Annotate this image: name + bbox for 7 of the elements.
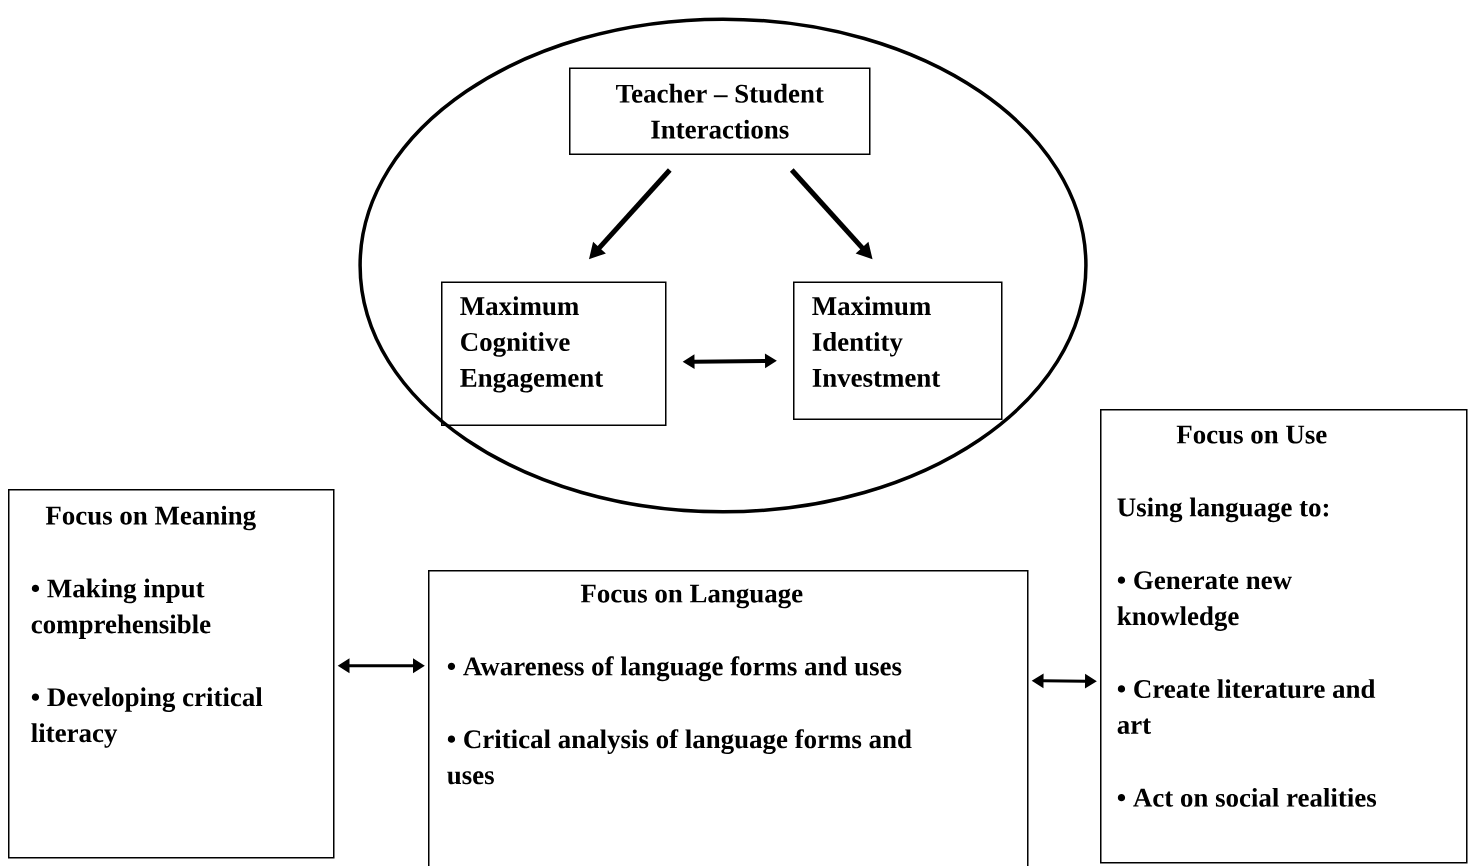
text-box: Maximum Identity Investment — [793, 281, 1003, 420]
ellipse — [358, 17, 1088, 514]
text-box: Teacher – Student Interactions — [569, 67, 871, 155]
text-box: Maximum Cognitive Engagement — [441, 281, 667, 426]
text-box: Focus on Language • Awareness of language forms and uses • Critical analysis of language forms and uses — [428, 570, 1029, 866]
text-box: Focus on Meaning • Making input comprehensible • Developing critical literacy — [8, 489, 335, 859]
text-box: Focus on Use Using language to: • Generate new knowledge • Create literature and art • Act on social realities — [1100, 409, 1468, 864]
